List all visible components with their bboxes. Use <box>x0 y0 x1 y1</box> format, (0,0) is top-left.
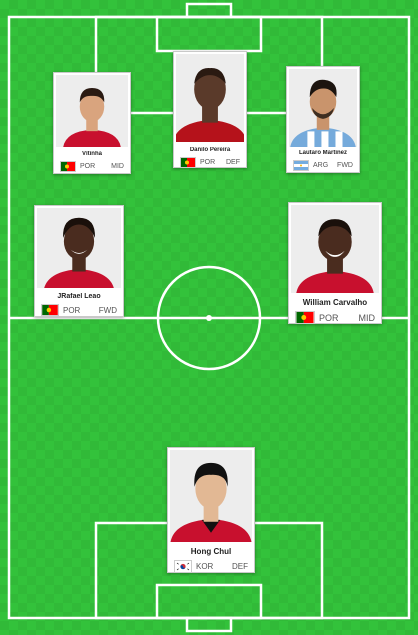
player-photo <box>289 69 357 147</box>
player-name: Danilo Pereira <box>189 147 231 153</box>
player-position: FWD <box>337 162 353 169</box>
player-photo <box>170 450 252 542</box>
argentina-flag-icon <box>293 160 309 171</box>
player-name: Vitinha <box>82 151 102 157</box>
player-country: KOR <box>196 562 214 571</box>
player-photo <box>56 75 128 147</box>
player-name: JRafael Leao <box>57 293 101 300</box>
player-position: DEF <box>232 562 248 571</box>
portugal-flag-icon <box>295 311 315 324</box>
player-position: MID <box>358 312 376 323</box>
player-photo <box>291 205 379 293</box>
player-photo <box>176 54 244 142</box>
player-meta: KOR DEF <box>170 560 252 573</box>
player-position: MID <box>111 163 124 170</box>
player-position: DEF <box>226 159 240 166</box>
player-name: Lautaro Martinez <box>298 150 347 156</box>
player-meta: POR FWD <box>37 304 121 316</box>
player-position: FWD <box>98 305 117 315</box>
center-spot <box>206 315 212 321</box>
player-card-jrafael-leao[interactable]: JRafael Leao POR FWD <box>34 205 124 317</box>
player-card-vitinha[interactable]: Vitinha POR MID <box>53 72 131 174</box>
player-country: POR <box>63 305 81 315</box>
portugal-flag-icon <box>180 157 196 168</box>
player-meta: POR MID <box>291 311 379 324</box>
player-card-lautaro-martinez[interactable]: Lautaro Martinez ARG FWD <box>286 66 360 173</box>
bottom-goal-area <box>155 583 263 620</box>
portugal-flag-icon <box>41 304 59 316</box>
player-country: ARG <box>313 162 329 169</box>
top-goal <box>185 2 233 19</box>
player-card-danilo-pereira[interactable]: Danilo Pereira POR DEF <box>173 51 247 168</box>
top-goal-area <box>155 15 263 53</box>
player-name: Hong Chul <box>190 547 232 556</box>
portugal-flag-icon <box>60 161 76 172</box>
player-country: POR <box>200 159 216 166</box>
player-card-hong-chul[interactable]: Hong Chul KOR DEF <box>167 447 255 573</box>
player-card-william-carvalho[interactable]: William Carvalho POR MID <box>288 202 382 324</box>
player-photo <box>37 208 121 288</box>
center-circle <box>156 265 262 371</box>
player-country: POR <box>80 163 96 170</box>
bottom-goal <box>185 616 233 633</box>
player-meta: POR DEF <box>176 157 244 168</box>
player-meta: POR MID <box>56 161 128 172</box>
korea-flag-icon <box>174 560 192 573</box>
player-country: POR <box>319 312 339 323</box>
player-meta: ARG FWD <box>289 160 357 171</box>
player-name: William Carvalho <box>302 298 368 307</box>
